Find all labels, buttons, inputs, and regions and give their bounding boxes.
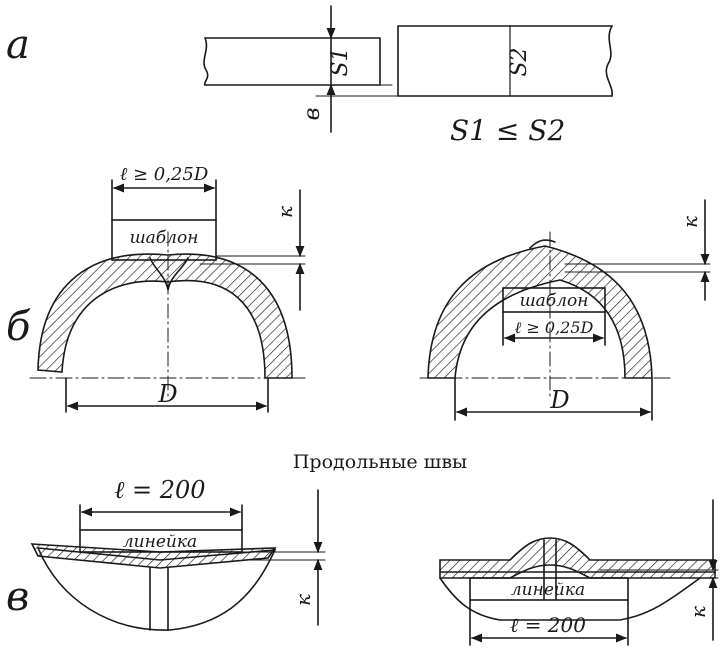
length-right-label: ℓ ≥ 0,25D <box>515 318 594 337</box>
template-right-label: шаблон <box>520 291 589 311</box>
row-a-plates <box>203 5 613 133</box>
s2-label: S2 <box>507 47 532 76</box>
diameter-left-label: D <box>157 380 177 408</box>
length-left-label: ℓ ≥ 0,25D <box>120 164 209 185</box>
diameter-right-label: D <box>549 386 569 414</box>
caption-longitudinal-seams: Продольные швы <box>293 451 467 473</box>
row-v-right-plate <box>439 499 719 646</box>
thickness-relation: S1 ≤ S2 <box>450 114 565 147</box>
row-v-left-plate <box>30 489 326 631</box>
gap-b-label: в <box>300 108 325 121</box>
row-b-left-shell <box>29 179 306 413</box>
s1-label: S1 <box>328 47 353 76</box>
panel-label-b: б <box>6 304 31 350</box>
length-v-left-label: ℓ = 200 <box>114 476 205 504</box>
template-left-label: шаблон <box>130 228 199 248</box>
ruler-left-label: линейка <box>123 532 197 552</box>
k-left-label: к <box>273 206 297 218</box>
k-v-left-label: к <box>291 594 315 606</box>
panel-label-v: в <box>6 574 29 620</box>
k-v-right-label: к <box>686 606 710 618</box>
k-right-label: к <box>678 216 702 228</box>
row-b-right-shell <box>419 199 711 421</box>
panel-label-a: а <box>6 22 30 68</box>
ruler-right-label: линейка <box>511 580 585 600</box>
length-v-right-label: ℓ = 200 <box>510 613 586 637</box>
